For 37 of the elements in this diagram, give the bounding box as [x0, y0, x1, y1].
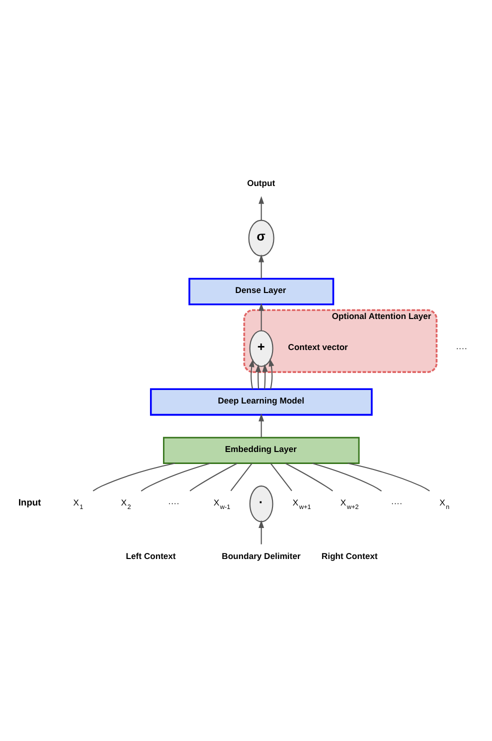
node-text: X$_{n}$: [439, 496, 450, 510]
arrow: [258, 520, 264, 544]
node-box: Dense Layer: [188, 277, 334, 305]
node-box: Deep Learning Model: [150, 388, 373, 416]
node-text: X$_{w-1}$: [214, 496, 230, 510]
node-text: X$_{1}$: [73, 496, 84, 510]
node-ellipse: σ: [248, 219, 274, 256]
label: Left Context: [126, 550, 176, 560]
node-label: Context vector: [288, 342, 348, 352]
connector: [270, 462, 292, 491]
connector: [285, 462, 334, 491]
arrow: [258, 302, 264, 330]
node-text: X$_{w+2}$: [340, 496, 359, 510]
arrow: [248, 358, 254, 389]
node-text: ····: [391, 498, 402, 508]
arrow: [258, 254, 264, 278]
node-ellipse: ·: [249, 485, 274, 522]
connector: [312, 462, 382, 491]
connector: [230, 462, 252, 491]
connector: [190, 462, 238, 491]
node-text: Boundary Delimiter: [222, 550, 301, 560]
label: ····: [456, 342, 468, 352]
arrow: [258, 196, 264, 220]
arrow: [268, 358, 274, 389]
arrow: [255, 364, 261, 388]
connector: [92, 462, 176, 491]
node-text: Output: [247, 178, 276, 188]
node-text: X$_{w+1}$: [292, 496, 312, 510]
label: Input: [18, 497, 41, 508]
arrow: [258, 413, 264, 437]
node-text: X$_{2}$: [120, 496, 131, 510]
arrow: [262, 364, 268, 388]
node-text: ····: [168, 498, 180, 508]
connector: [348, 462, 430, 491]
connector: [140, 462, 210, 491]
label: Right Context: [322, 550, 378, 560]
node-box: Embedding Layer: [163, 436, 360, 464]
